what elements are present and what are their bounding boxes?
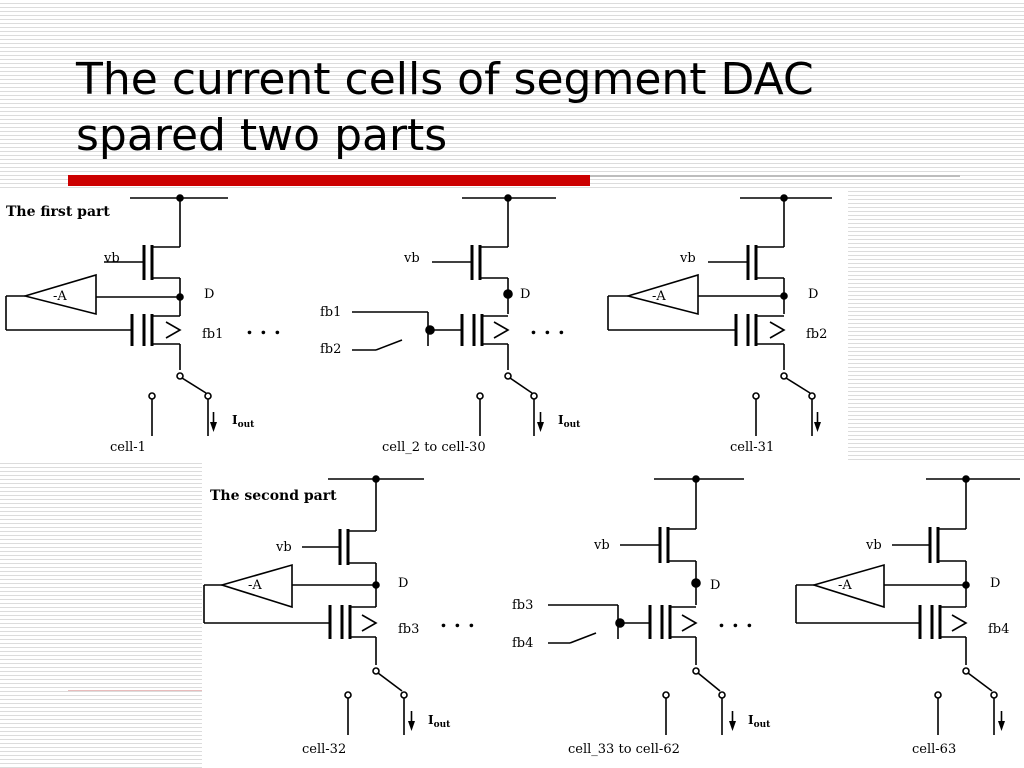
cell-31-caption: cell-31 <box>730 440 774 455</box>
cell-2-fb-top-label: fb1 <box>320 305 341 320</box>
cell-32-node-d-label: D <box>398 576 408 591</box>
cell-1-fb-label: fb1 <box>202 327 223 342</box>
cell-2-fb-bottom-label: fb2 <box>320 342 341 357</box>
footer-rule <box>68 690 202 691</box>
cell-1-amp-label: -A <box>53 289 67 304</box>
cell-32-vb-label: vb <box>275 540 292 555</box>
cell-2-node-d-label: D <box>520 287 530 302</box>
cell-33-node-d-label: D <box>710 578 720 593</box>
cell-2-30-circuit <box>352 194 556 436</box>
cell-1-iout-label: Iout <box>232 413 255 430</box>
cell-1-caption: cell-1 <box>110 440 146 455</box>
second-part-schematic: The second part vb -A D fb3 <box>203 475 1020 757</box>
cell-31-node-d-label: D <box>808 287 818 302</box>
slide-title: The current cells of segment DAC spared … <box>76 52 976 164</box>
cell-2-30-caption: cell_2 to cell-30 <box>382 440 486 455</box>
ellipsis-4: . . . <box>718 608 753 632</box>
first-part-schematic: The first part vb -A D fb1 <box>5 194 832 455</box>
cell-33-fb-top-label: fb3 <box>512 598 533 613</box>
slide-title-line-2: spared two parts <box>76 110 448 161</box>
cell-33-vb-label: vb <box>593 538 610 553</box>
cell-32-circuit <box>203 475 424 735</box>
second-part-header: The second part <box>210 488 337 504</box>
first-part-header: The first part <box>6 204 110 220</box>
cell-33-62-caption: cell_33 to cell-62 <box>568 742 680 757</box>
cell-31-circuit <box>607 194 832 436</box>
second-part-panel: The second part vb -A D fb3 <box>202 463 1024 768</box>
cell-63-caption: cell-63 <box>912 742 956 757</box>
cell-63-vb-label: vb <box>865 538 882 553</box>
cell-1-vb-label: vb <box>103 251 120 266</box>
title-accent-bar <box>68 175 590 186</box>
cell-33-iout-label: Iout <box>748 713 771 730</box>
cell-31-amp-label: -A <box>652 289 666 304</box>
ellipsis-1: . . . <box>246 315 281 339</box>
first-part-panel: The first part vb -A D fb1 <box>0 190 848 460</box>
cell-1-circuit <box>5 194 228 436</box>
slide-title-line-1: The current cells of segment DAC <box>76 54 814 105</box>
cell-2-vb-label: vb <box>403 251 420 266</box>
cell-33-62-circuit <box>548 475 744 735</box>
cell-33-fb-bottom-label: fb4 <box>512 636 533 651</box>
cell-32-amp-label: -A <box>248 578 262 593</box>
cell-32-caption: cell-32 <box>302 742 346 757</box>
cell-2-iout-label: Iout <box>558 413 581 430</box>
cell-32-iout-label: Iout <box>428 713 451 730</box>
cell-31-fb-label: fb2 <box>806 327 827 342</box>
ellipsis-2: . . . <box>530 315 565 339</box>
cell-32-fb-label: fb3 <box>398 622 419 637</box>
cell-63-node-d-label: D <box>990 576 1000 591</box>
cell-63-amp-label: -A <box>838 578 852 593</box>
cell-63-circuit <box>795 475 1020 735</box>
cell-31-vb-label: vb <box>679 251 696 266</box>
cell-1-node-d-label: D <box>204 287 214 302</box>
title-rule <box>590 175 960 177</box>
cell-63-fb-label: fb4 <box>988 622 1009 637</box>
ellipsis-3: . . . <box>440 608 475 632</box>
